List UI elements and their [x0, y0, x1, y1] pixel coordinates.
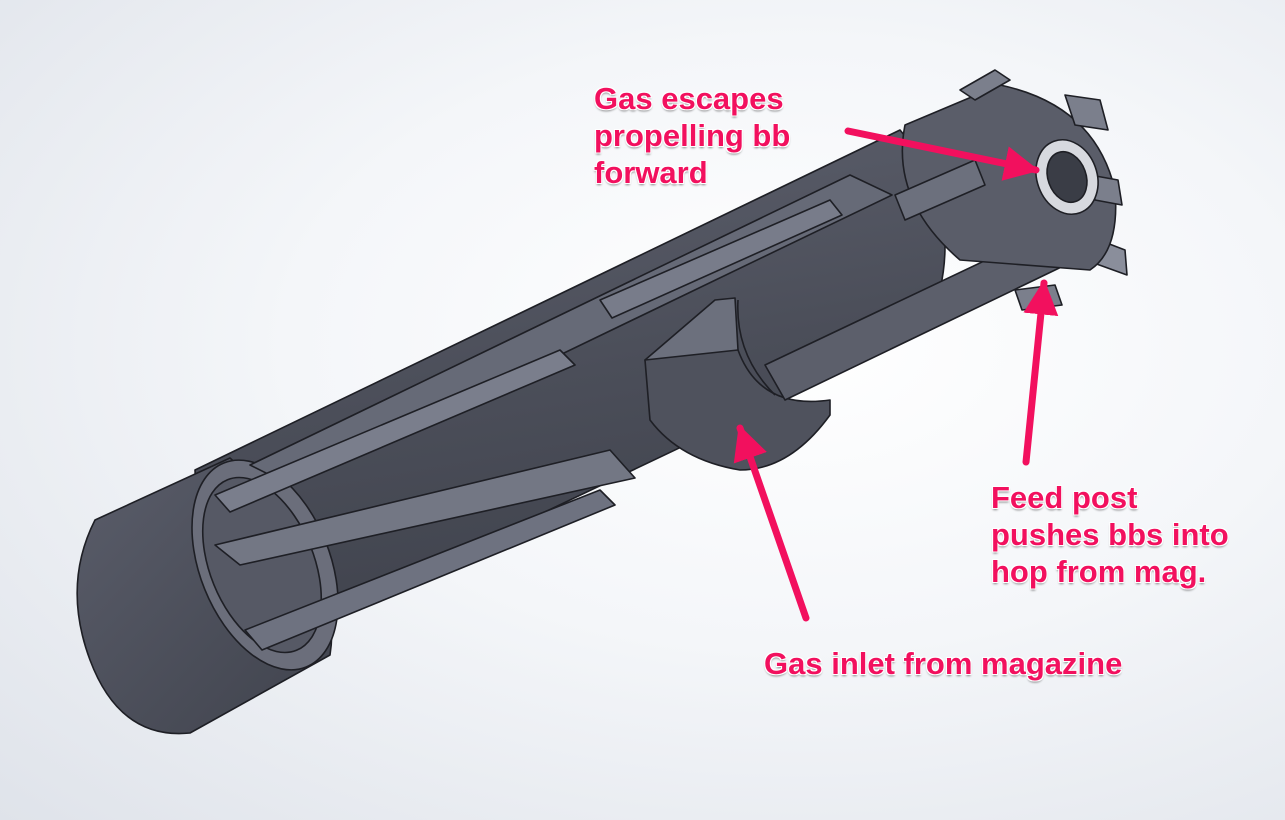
label-gas-escapes: Gas escapes propelling bb forward	[594, 80, 790, 191]
annotation-arrows	[733, 127, 1059, 622]
gas-inlet-curve	[737, 299, 776, 396]
label-feed-post: Feed post pushes bbs into hop from mag.	[991, 479, 1229, 590]
nozzle-tooth-upper-right	[1064, 94, 1109, 131]
label-gas-inlet: Gas inlet from magazine	[764, 645, 1122, 682]
label-feed-post-line-3: hop from mag.	[991, 554, 1207, 589]
label-gas-escapes-line-1: Gas escapes	[594, 81, 784, 116]
nozzle-tooth-top	[959, 69, 1011, 101]
nozzle-bore	[1046, 150, 1088, 204]
label-feed-post-line-1: Feed post	[991, 480, 1138, 515]
gas-inlet-scoop	[644, 349, 831, 471]
label-feed-post-line-2: pushes bbs into	[991, 517, 1229, 552]
rail-bottom	[244, 489, 616, 651]
gas-inlet-block	[644, 297, 831, 471]
rail-upper-long	[214, 349, 576, 513]
arrow-gas-escapes	[844, 127, 1040, 181]
label-gas-escapes-line-3: forward	[594, 155, 708, 190]
bolt-part	[76, 69, 1128, 735]
label-gas-inlet-line-1: Gas inlet from magazine	[764, 646, 1123, 681]
arrow-feed-post	[1022, 279, 1059, 466]
rail-top-right	[599, 199, 843, 319]
label-gas-escapes-line-2: propelling bb	[594, 118, 791, 153]
rail-lower-long	[214, 449, 636, 566]
arrow-gas-inlet	[733, 424, 810, 622]
nozzle-slot	[894, 159, 986, 221]
